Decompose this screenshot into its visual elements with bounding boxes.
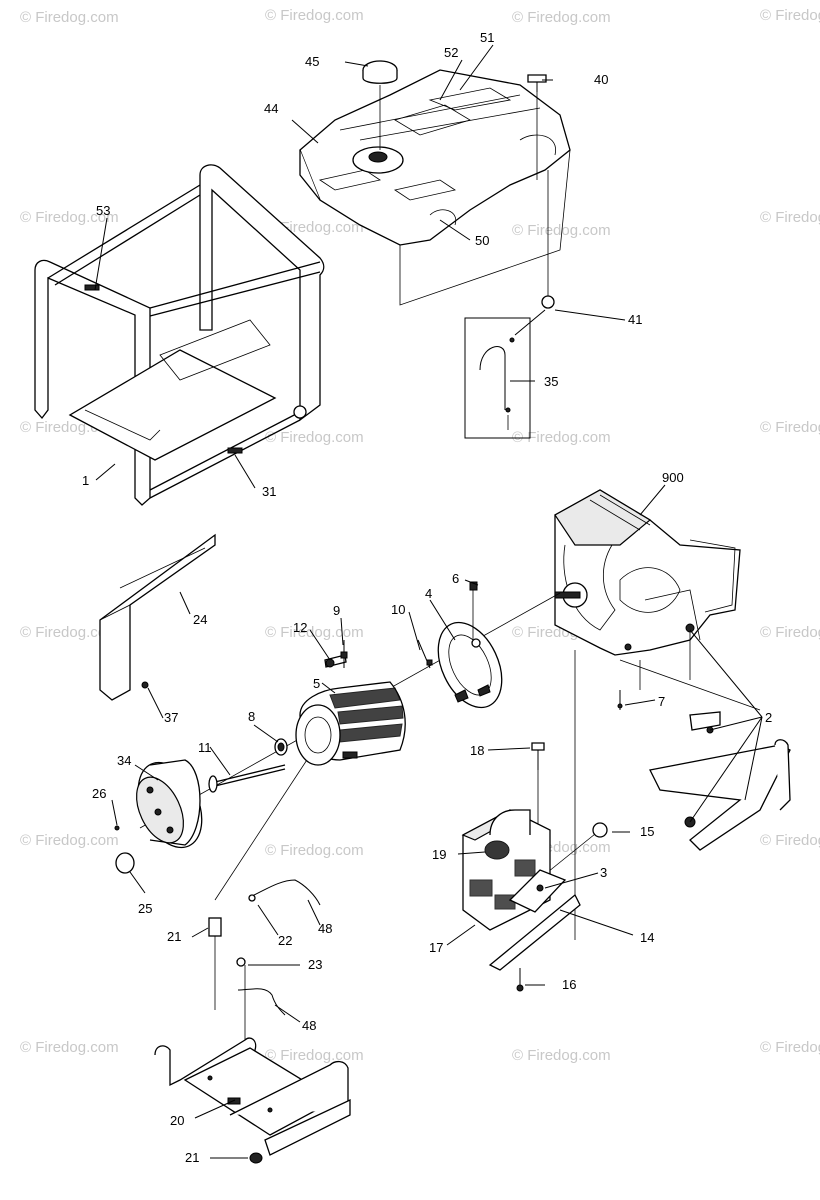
- watermark: © Firedog.com: [20, 624, 119, 641]
- callout-23: 23: [308, 957, 322, 972]
- callout-16: 16: [562, 977, 576, 992]
- callout-5: 5: [313, 676, 320, 691]
- callout-34: 34: [117, 753, 131, 768]
- watermark: © Firedog.com: [512, 9, 611, 26]
- callout-48: 48: [302, 1018, 316, 1033]
- callout-2: 2: [765, 710, 772, 725]
- watermark: © Firedog.com: [760, 624, 820, 641]
- callout-1: 1: [82, 473, 89, 488]
- end-cover: [114, 759, 203, 874]
- callout-4: 4: [425, 586, 432, 601]
- watermark: © Firedog.com: [20, 9, 119, 26]
- watermark: © Firedog.com: [20, 209, 119, 226]
- rear-bearing-carrier: [437, 621, 503, 709]
- callout-19: 19: [432, 847, 446, 862]
- watermark: © Firedog.com: [265, 1047, 364, 1064]
- callout-17: 17: [429, 940, 443, 955]
- fuel-line-assembly: [464, 74, 555, 439]
- callout-21: 21: [185, 1150, 199, 1165]
- engine: [554, 489, 741, 656]
- callout-15: 15: [640, 824, 654, 839]
- watermark: © Firedog.com: [760, 1039, 820, 1056]
- callout-53: 53: [96, 203, 110, 218]
- callout-14: 14: [640, 930, 654, 945]
- callout-12: 12: [293, 620, 307, 635]
- callout-11: 11: [198, 740, 212, 755]
- watermark: © Firedog.com: [512, 429, 611, 446]
- watermark: © Firedog.com: [512, 1047, 611, 1064]
- watermark: © Firedog.com: [760, 832, 820, 849]
- callout-24: 24: [193, 612, 207, 627]
- callout-37: 37: [164, 710, 178, 725]
- watermark: © Firedog.com: [265, 624, 364, 641]
- watermark: © Firedog.com: [760, 7, 820, 24]
- callout-8: 8: [248, 709, 255, 724]
- lower-frame: [154, 1037, 351, 1156]
- watermark: © Firedog.com: [265, 429, 364, 446]
- main-frame: [34, 164, 325, 506]
- leader-lines: [94, 44, 763, 1159]
- fuel-tank: [299, 69, 571, 306]
- callout-44: 44: [264, 101, 278, 116]
- callout-20: 20: [170, 1113, 184, 1128]
- callout-22: 22: [278, 933, 292, 948]
- wiring: [208, 879, 321, 1164]
- through-bolt: [208, 738, 288, 793]
- fuel-cap: [362, 60, 398, 150]
- watermark: © Firedog.com: [760, 209, 820, 226]
- watermark: © Firedog.com: [20, 1039, 119, 1056]
- watermark: © Firedog.com: [760, 419, 820, 436]
- engine-mount: [617, 623, 791, 851]
- callout-21: 21: [167, 929, 181, 944]
- watermarks: © Firedog.com © Firedog.com © Firedog.co…: [20, 7, 820, 1064]
- callout-45: 45: [305, 54, 319, 69]
- callout-10: 10: [391, 602, 405, 617]
- callout-6: 6: [452, 571, 459, 586]
- callout-35: 35: [544, 374, 558, 389]
- callout-50: 50: [475, 233, 489, 248]
- stator: [295, 681, 406, 766]
- callout-7: 7: [658, 694, 665, 709]
- callout-40: 40: [594, 72, 608, 87]
- watermark: © Firedog.com: [20, 832, 119, 849]
- callout-9: 9: [333, 603, 340, 618]
- callout-41: 41: [628, 312, 642, 327]
- watermark: © Firedog.com: [265, 842, 364, 859]
- callout-51: 51: [480, 30, 494, 45]
- callout-26: 26: [92, 786, 106, 801]
- control-panel-bracket: [99, 533, 216, 701]
- callout-18: 18: [470, 743, 484, 758]
- muffler: [461, 742, 608, 992]
- callout-48: 48: [318, 921, 332, 936]
- callout-900: 900: [662, 470, 684, 485]
- bolts: [324, 581, 478, 669]
- watermark: © Firedog.com: [512, 222, 611, 239]
- callouts: 45 44 52 51 40 50 53 41 35 1 31 900 24 3…: [82, 30, 772, 1165]
- callout-31: 31: [262, 484, 276, 499]
- callout-25: 25: [138, 901, 152, 916]
- watermark: © Firedog.com: [265, 7, 364, 24]
- callout-52: 52: [444, 45, 458, 60]
- callout-3: 3: [600, 865, 607, 880]
